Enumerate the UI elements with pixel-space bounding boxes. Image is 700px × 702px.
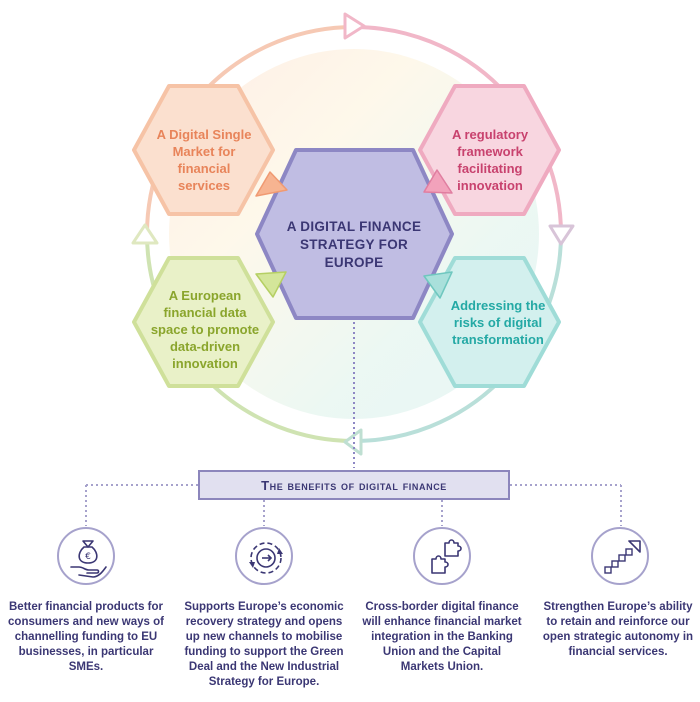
benefit-text-2: Supports Europe’s economic recovery stra…: [184, 601, 344, 688]
circular-arrows-icon: [235, 527, 293, 585]
growth-arrow-icon: [591, 527, 649, 585]
hex-center: [255, 148, 454, 320]
hex-label-regulatory: A regulatory framework facilitating inno…: [451, 127, 529, 193]
hex-data-space: [132, 256, 275, 388]
hex-regulatory: [418, 84, 561, 216]
ring-arrow-right: [548, 224, 575, 246]
ring-arrow-left: [131, 223, 159, 245]
hex-label-risks: Addressing the risks of digital transfor…: [450, 298, 546, 347]
hex-risks: [418, 256, 561, 388]
hex-label-data-space: A European financial data space to promo…: [150, 288, 260, 371]
hex-label-single-market: A Digital Single Market for financial se…: [156, 127, 252, 193]
money-bag-hand-icon: €: [57, 527, 115, 585]
center-title: A DIGITAL FINANCE STRATEGY FOR EUROPE: [286, 219, 422, 270]
benefit-text-1: Better financial products for consumers …: [8, 601, 164, 673]
arrow-data-space: [255, 271, 287, 298]
svg-text:€: €: [85, 552, 91, 562]
arrow-regulatory: [423, 169, 453, 194]
benefit-text-3: Cross-border digital finance will enhanc…: [362, 601, 522, 673]
puzzle-pieces-icon: [413, 527, 471, 585]
benefits-title-text: The benefits of digital finance: [261, 477, 447, 493]
arrow-risks: [423, 271, 453, 299]
ring-arrow-top: [343, 12, 366, 40]
arrow-single-market: [255, 171, 288, 197]
hex-single-market: [132, 84, 275, 216]
benefit-text-4: Strengthen Europe’s ability to retain an…: [542, 601, 694, 658]
benefits-title: The benefits of digital finance: [198, 470, 510, 500]
